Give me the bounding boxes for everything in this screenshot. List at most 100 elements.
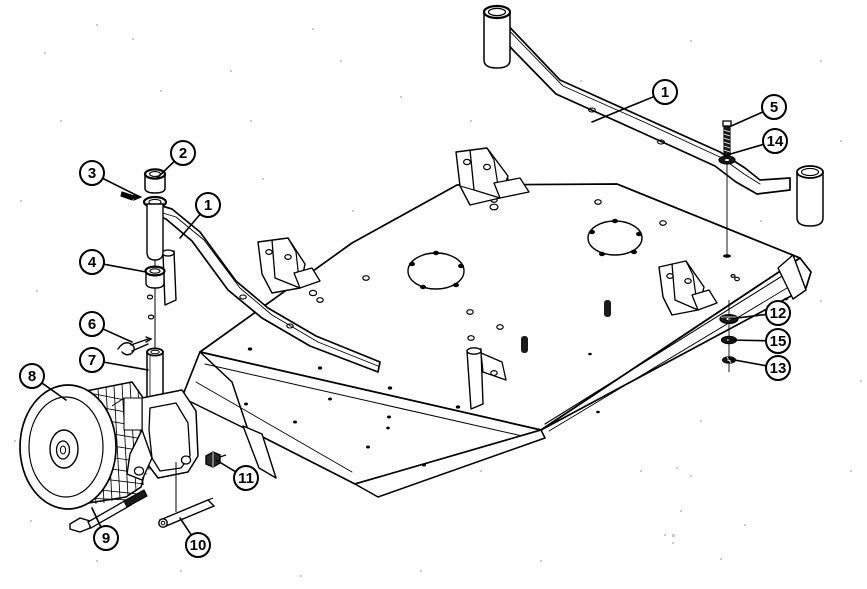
callout-leader-13 — [728, 358, 767, 367]
wheel-bolt-threads — [123, 489, 148, 508]
caster-fork-axle-hole-right — [180, 455, 192, 465]
callout-leader-8 — [41, 382, 67, 401]
callout-bubble-11[interactable] — [233, 465, 259, 491]
callout-leader-6 — [102, 328, 133, 343]
anti-scalp-post-1 — [604, 300, 611, 317]
callout-bubble-9[interactable] — [93, 525, 119, 551]
bumper-tube-end-right-bore — [800, 167, 820, 177]
bumper-hole-l2 — [286, 323, 294, 329]
callout-bubble-12[interactable] — [765, 300, 791, 326]
caster-fork-bracket — [111, 389, 199, 481]
bumper-tube-end-left-bore — [487, 7, 507, 17]
callout-4-caster-bearing[interactable]: 4 — [79, 249, 147, 275]
bolt-axis-terminal — [723, 254, 731, 258]
callout-bubble-3[interactable] — [79, 160, 105, 186]
deck-lift-bracket-right — [658, 260, 718, 316]
bumper-bar-right-highlight — [500, 21, 761, 185]
callout-bubble-13[interactable] — [765, 355, 791, 381]
callout-bubble-7[interactable] — [79, 347, 105, 373]
callout-bubble-1[interactable] — [652, 79, 678, 105]
bumper-hole-l1 — [239, 294, 247, 300]
bumper-bar-left-limb — [147, 202, 381, 373]
callout-12-flange-nut[interactable]: 12 — [728, 300, 791, 326]
wheel-bolt-head — [69, 517, 91, 533]
callout-9-wheel-bolt[interactable]: 9 — [91, 507, 119, 551]
caster-axle-hole — [59, 445, 67, 455]
callout-number-11: 11 — [238, 470, 254, 487]
front-bumper-bar — [147, 4, 824, 373]
callout-leader-9 — [91, 507, 102, 528]
callout-2-caster-cap[interactable]: 2 — [156, 140, 196, 179]
callout-leader-14 — [726, 143, 765, 156]
caster-dust-cap — [143, 168, 167, 194]
carriage-bolt — [722, 120, 732, 156]
deck-pivot-post-right — [466, 347, 507, 410]
carriage-bolt-threads — [723, 129, 731, 153]
callout-number-1: 1 — [661, 84, 669, 101]
callout-5-carriage-bolt[interactable]: 5 — [728, 94, 787, 128]
caster-bearing — [144, 265, 166, 289]
callout-15-flat-washer-small[interactable]: 15 — [728, 328, 791, 354]
callout-number-14: 14 — [767, 133, 784, 150]
callout-1-bumper-bar[interactable]: 1 — [591, 79, 678, 123]
callout-number-12: 12 — [770, 305, 787, 322]
caster-fork-axle-hole-left — [133, 466, 145, 476]
callout-14-flat-washer[interactable]: 14 — [726, 128, 788, 156]
deck-right-rail-fold2 — [548, 278, 803, 432]
callout-bubble-14[interactable] — [762, 128, 788, 154]
deck-right-corner-gusset — [777, 254, 807, 300]
callout-leader-12 — [728, 313, 767, 320]
flat-washer-upper-bore — [724, 158, 731, 162]
callout-number-15: 15 — [770, 333, 787, 350]
deck-right-rail-fold — [544, 267, 796, 425]
cotter-pin — [117, 336, 153, 356]
spacer-tube — [158, 462, 216, 528]
blade-spindle-openings — [407, 218, 643, 290]
callout-1-bumper-bar[interactable]: 1 — [179, 192, 221, 239]
caster-rim-outer — [28, 396, 104, 498]
deck-skirt-rivets — [244, 297, 788, 467]
callout-number-13: 13 — [770, 360, 787, 377]
caster-post-upper — [146, 203, 164, 261]
callout-leader-4 — [102, 263, 147, 273]
callout-number-9: 9 — [102, 530, 110, 547]
deck-skirt-fold2 — [195, 381, 353, 473]
callout-leader-3 — [101, 177, 139, 197]
callout-number-2: 2 — [179, 145, 187, 162]
callout-leader-5 — [728, 111, 764, 128]
bumper-bar-left-highlight — [155, 210, 379, 367]
callout-13-lock-washer[interactable]: 13 — [728, 355, 791, 381]
callout-number-5: 5 — [770, 99, 778, 116]
callout-7-caster-stem[interactable]: 7 — [79, 347, 149, 373]
callout-bubble-1[interactable] — [195, 192, 221, 218]
callout-8-caster-wheel[interactable]: 8 — [19, 363, 67, 401]
callout-bubble-4[interactable] — [79, 249, 105, 275]
bumper-bar-right-limb — [490, 13, 791, 195]
callout-number-4: 4 — [88, 254, 97, 271]
callout-6-cotter-pin[interactable]: 6 — [79, 311, 133, 343]
callout-number-1: 1 — [204, 197, 212, 214]
deck-skirt-corner-tab — [242, 425, 277, 479]
callout-bubble-5[interactable] — [761, 94, 787, 120]
callout-bubble-15[interactable] — [765, 328, 791, 354]
callout-bubble-2[interactable] — [170, 140, 196, 166]
bumper-tube-end-left — [483, 11, 511, 69]
deck-skirt-fold — [204, 363, 541, 441]
callout-bubble-8[interactable] — [19, 363, 45, 389]
callout-bubble-10[interactable] — [185, 532, 211, 558]
callout-10-spacer-tube[interactable]: 10 — [179, 517, 211, 558]
callout-number-6: 6 — [88, 316, 96, 333]
callout-number-10: 10 — [190, 537, 207, 554]
callout-bubble-6[interactable] — [79, 311, 105, 337]
callout-3-grease-fitting[interactable]: 3 — [79, 160, 139, 197]
callout-leader-7 — [103, 361, 149, 371]
flange-nut — [719, 313, 739, 325]
deck-lift-bracket-center — [455, 147, 530, 211]
callout-leader-11 — [215, 459, 237, 473]
callout-leader-1 — [179, 213, 202, 239]
mower-deck-shell — [182, 183, 812, 498]
callout-11-lock-nut[interactable]: 11 — [215, 459, 259, 491]
